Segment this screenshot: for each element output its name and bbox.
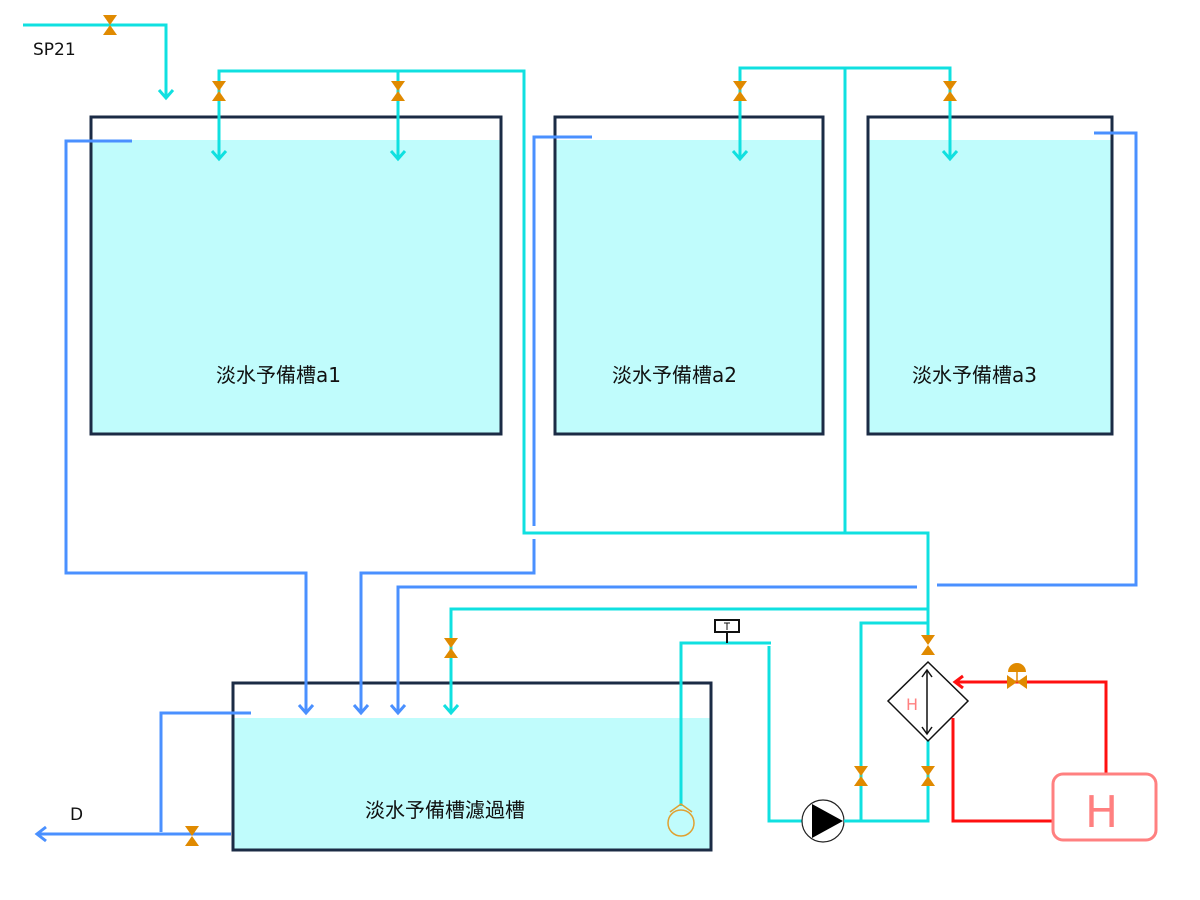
pressure-gauge[interactable] bbox=[714, 619, 740, 643]
valve-a3-inlet[interactable] bbox=[943, 81, 957, 101]
heat-exchanger[interactable]: H bbox=[886, 660, 970, 743]
tank-a2[interactable]: 淡水予備槽a2 bbox=[553, 115, 825, 436]
suction-line bbox=[679, 641, 803, 823]
valve-hx-inlet[interactable] bbox=[921, 635, 935, 655]
valve-a1-inlet-2[interactable] bbox=[391, 81, 405, 101]
valve-drain[interactable] bbox=[185, 826, 199, 846]
overflow-line-a3 bbox=[389, 131, 1138, 716]
pump-icon bbox=[812, 804, 843, 838]
return-line-filter bbox=[442, 607, 928, 716]
overflow-line-a2 bbox=[352, 135, 592, 716]
valve-hx-outlet[interactable] bbox=[921, 766, 935, 786]
foot-valve-icon bbox=[667, 809, 695, 837]
hot-water-loop bbox=[951, 674, 1108, 823]
supply-line-sp21 bbox=[23, 23, 175, 101]
valve-a2-inlet[interactable] bbox=[733, 81, 747, 101]
pump[interactable] bbox=[801, 799, 845, 843]
tank-a1[interactable]: 淡水予備槽a1 bbox=[89, 115, 503, 436]
tank-a2-label: 淡水予備槽a2 bbox=[612, 363, 737, 387]
drain-line-d bbox=[34, 711, 251, 843]
drain-label: D bbox=[70, 805, 83, 825]
heat-exchanger-label: H bbox=[906, 695, 918, 714]
tank-a3-label: 淡水予備槽a3 bbox=[912, 363, 1037, 387]
heater-label: H bbox=[1085, 787, 1118, 838]
tank-filter[interactable]: 淡水予備槽濾過槽 bbox=[231, 681, 713, 852]
foot-valve[interactable] bbox=[667, 803, 695, 837]
overflow-line-a1 bbox=[64, 139, 315, 716]
fresh-water-header-a2-a3 bbox=[731, 66, 959, 533]
tank-filter-label: 淡水予備槽濾過槽 bbox=[365, 798, 525, 822]
valve-a1-inlet-1[interactable] bbox=[212, 81, 226, 101]
supply-label: SP21 bbox=[33, 40, 76, 60]
discharge-line bbox=[844, 621, 930, 823]
tank-a1-label: 淡水予備槽a1 bbox=[216, 363, 341, 387]
heater[interactable]: H bbox=[1051, 772, 1158, 842]
valve-filter-return[interactable] bbox=[444, 638, 458, 658]
control-valve[interactable] bbox=[1007, 663, 1027, 689]
tank-a3[interactable]: 淡水予備槽a3 bbox=[866, 115, 1114, 436]
valve-bypass[interactable] bbox=[854, 766, 868, 786]
